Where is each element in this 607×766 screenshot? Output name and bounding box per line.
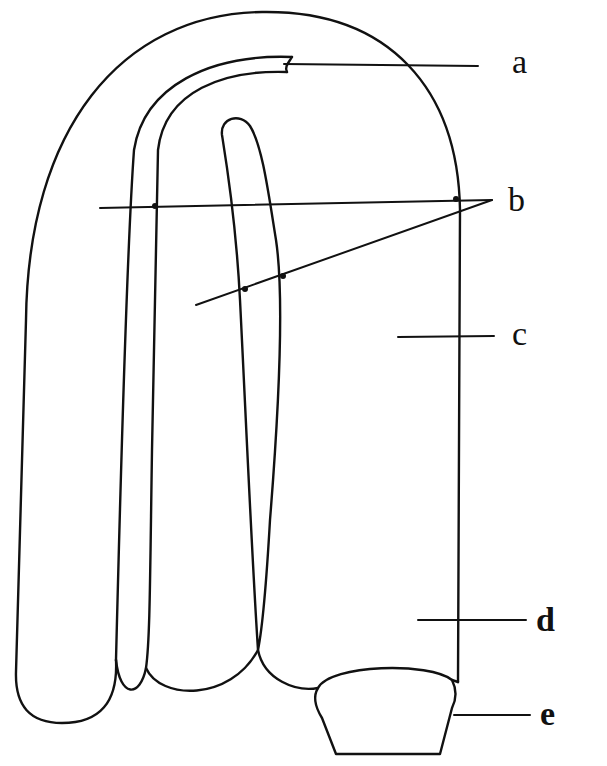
leader-line xyxy=(398,336,494,337)
leader-line xyxy=(100,200,492,208)
leader-dot xyxy=(152,203,158,209)
leader-dot xyxy=(280,273,286,279)
cap-outline xyxy=(315,668,455,754)
outer-outline xyxy=(16,12,460,723)
leader-lines xyxy=(100,64,530,715)
leader-dot xyxy=(453,196,459,202)
leader-line xyxy=(454,714,530,716)
inner-cotyledon-outline xyxy=(116,72,287,690)
part-label: b xyxy=(508,183,525,217)
leader-dots xyxy=(152,196,459,292)
leader-dot xyxy=(242,286,248,292)
leader-line xyxy=(284,64,478,66)
part-label: c xyxy=(512,317,527,351)
leader-line xyxy=(418,619,526,621)
radicle-outline xyxy=(258,650,318,689)
cotyledon-edge xyxy=(116,57,292,660)
part-label: d xyxy=(536,603,555,637)
cap-edge xyxy=(452,680,458,682)
part-label: a xyxy=(512,45,527,79)
part-label: e xyxy=(540,697,555,731)
leader-line xyxy=(196,200,492,305)
